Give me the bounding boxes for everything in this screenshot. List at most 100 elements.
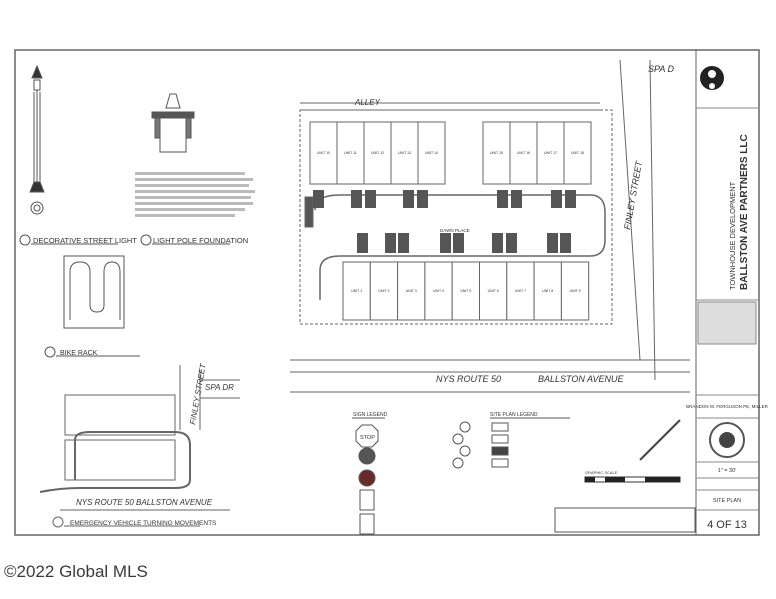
emergency-turning-inset [39, 365, 240, 528]
graphic-scale-label: GRAPHIC SCALE [585, 470, 618, 475]
project-type: TOWNHOUSE DEVELOPMENT [728, 181, 737, 290]
route-label: NYS ROUTE 50 [436, 374, 501, 384]
garage-driveway [560, 233, 571, 253]
revision-table [697, 301, 757, 345]
townhouse-unit: UNIT 11 [336, 121, 365, 185]
unit-footprint [509, 121, 538, 185]
unit-label: UNIT 8 [542, 289, 553, 293]
site-plan-legend-title: SITE PLAN LEGEND [490, 412, 538, 418]
engineer-name: BRANDON W. FERGUSON PE, MILLER [686, 404, 769, 409]
garage-driveway [511, 190, 522, 208]
unit-label: UNIT 10 [317, 151, 330, 155]
unit-label: UNIT 2 [378, 289, 389, 293]
unit-label: UNIT 17 [544, 151, 557, 155]
unit-label: UNIT 18 [571, 151, 584, 155]
unit-footprint [506, 261, 535, 321]
townhouse-unit: UNIT 14 [417, 121, 446, 185]
garage-driveway [453, 233, 464, 253]
unit-footprint [342, 261, 371, 321]
street-light-detail [19, 64, 118, 246]
bike-rack-label: BIKE RACK [60, 350, 98, 357]
unit-footprint [390, 121, 419, 185]
unit-label: UNIT 4 [433, 289, 444, 293]
unit-footprint [417, 121, 446, 185]
scale-text: 1" = 30' [718, 468, 736, 474]
garage-driveway [565, 190, 576, 208]
unit-footprint [560, 261, 590, 321]
unit-label: UNIT 3 [406, 289, 417, 293]
unit-footprint [533, 261, 562, 321]
garage-driveway [497, 190, 508, 208]
townhouse-unit: UNIT 16 [509, 121, 538, 185]
unit-footprint [451, 261, 481, 321]
townhouse-unit: UNIT 4 [424, 261, 453, 321]
owner-name: BALLSTON AVE PARTNERS LLC [739, 134, 750, 290]
bottom-units-row: UNIT 1 UNIT 2 UNIT 3 UNIT 4 UNIT 5 UNIT 6 UNIT… [342, 233, 590, 321]
townhouse-unit: UNIT 6 [479, 261, 508, 321]
spa-drive-label: SPA D [648, 64, 675, 74]
unit-footprint [363, 121, 392, 185]
pole-foundation-detail [140, 93, 230, 246]
site-plan-legend [452, 417, 696, 533]
unit-label: UNIT 6 [488, 289, 499, 293]
garage-driveway [551, 190, 562, 208]
unit-footprint [336, 121, 365, 185]
alley-label: ALLEY [354, 98, 381, 107]
detail-marker-icon [44, 346, 56, 358]
unit-label: UNIT 7 [515, 289, 526, 293]
inset-spa-drive: SPA DR [205, 383, 234, 392]
garage-driveway [385, 233, 396, 253]
townhouse-unit: UNIT 15 [482, 121, 511, 185]
townhouse-unit: UNIT 13 [390, 121, 419, 185]
sheet-number: 4 OF 13 [707, 519, 747, 531]
unit-label: UNIT 14 [425, 151, 438, 155]
townhouse-unit: UNIT 17 [536, 121, 565, 185]
detail-marker-icon [19, 234, 31, 246]
street-light-label: DECORATIVE STREET LIGHT [33, 236, 137, 245]
unit-footprint [563, 121, 592, 185]
garage-driveway [506, 233, 517, 253]
townhouse-unit: UNIT 3 [397, 261, 426, 321]
townhouse-unit: UNIT 8 [533, 261, 562, 321]
unit-label: UNIT 12 [371, 151, 384, 155]
garage-driveway [440, 233, 451, 253]
sign-legend [352, 417, 385, 535]
detail-marker-icon [52, 516, 64, 528]
sheet-title: SITE PLAN [713, 498, 741, 504]
townhouse-unit: UNIT 7 [506, 261, 535, 321]
unit-label: UNIT 16 [517, 151, 530, 155]
unit-label: UNIT 11 [344, 151, 357, 155]
townhouse-unit: UNIT 5 [451, 261, 481, 321]
ballston-label: BALLSTON AVENUE [538, 374, 625, 384]
garage-driveway [365, 190, 376, 208]
townhouse-unit: UNIT 1 [342, 261, 371, 321]
garage-driveway [398, 233, 409, 253]
unit-footprint [482, 121, 511, 185]
north-arrow-icon [639, 419, 681, 461]
garage-driveway [357, 233, 368, 253]
garage-driveway [351, 190, 362, 208]
bike-rack-detail [44, 255, 140, 358]
detail-marker-icon [140, 234, 152, 246]
garage-driveway [547, 233, 558, 253]
sign-legend-title: SIGN LEGEND [353, 412, 388, 418]
garage-driveway [492, 233, 503, 253]
pole-foundation-label: LIGHT POLE FOUNDATION [153, 236, 248, 245]
emergency-label: EMERGENCY VEHICLE TURNING MOVEMENTS [70, 520, 217, 527]
townhouse-unit: UNIT 12 [363, 121, 392, 185]
main-site-plan [290, 59, 690, 393]
townhouse-unit: UNIT 2 [369, 261, 399, 321]
townhouse-unit: UNIT 9 [560, 261, 590, 321]
townhouse-unit: UNIT 10 [309, 121, 338, 185]
firm-logo [700, 66, 724, 90]
top-units-row: UNIT 10 UNIT 11 UNIT 12 UNIT 13 UNIT 14 UNIT … [309, 121, 592, 208]
garage-driveway [403, 190, 414, 208]
unit-footprint [536, 121, 565, 185]
unit-label: UNIT 1 [351, 289, 362, 293]
interior-road-label: DAWN PLACE [440, 228, 470, 233]
graphic-scale-bar [584, 476, 681, 483]
unit-label: UNIT 5 [460, 289, 471, 293]
stop-sign-text: STOP [360, 435, 375, 441]
inset-road-label: NYS ROUTE 50 BALLSTON AVENUE [76, 498, 213, 507]
